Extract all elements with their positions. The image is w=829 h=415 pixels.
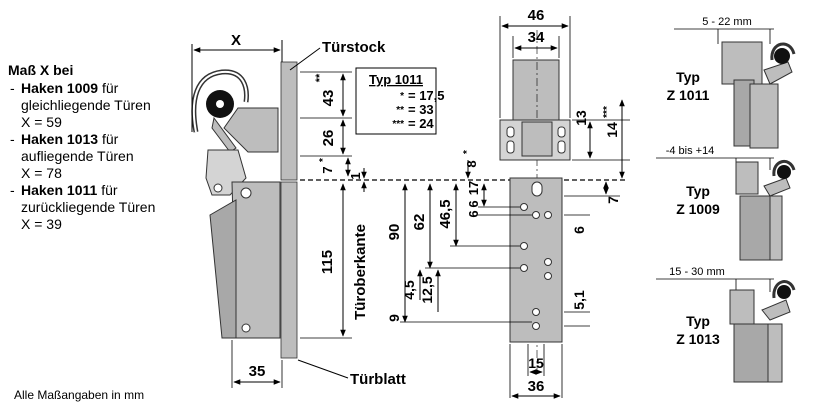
dim-46: 46 (528, 7, 545, 24)
dim-46-5: 46,5 (437, 199, 454, 228)
dim-6-left-2: 6 (466, 210, 481, 217)
dim-7: 7 (320, 166, 335, 173)
variant-range: -4 bis +14 (666, 145, 715, 157)
dim-13: 13 (573, 110, 589, 126)
dim-34: 34 (528, 29, 545, 46)
legend-item-1009: - Haken 1009 für gleichliegende Türen X … (10, 80, 151, 130)
variant-z1013: 15 - 30 mm Typ Z 1013 (656, 266, 796, 383)
variant-range: 5 - 22 mm (702, 16, 752, 28)
variant-code: Z 1009 (676, 201, 720, 217)
variant-typ: Typ (686, 313, 710, 329)
label-tuerstock: Türstock (322, 39, 386, 56)
legend-item-1011: - Haken 1011 für zurückliegende Türen X … (10, 182, 156, 232)
dim-62: 62 (411, 214, 428, 231)
legend-item-line2: zurückliegende Türen (21, 199, 156, 215)
dim-4-5: 4,5 (401, 280, 417, 300)
variant-typ: Typ (676, 69, 700, 85)
legend-item-line2: gleichliegende Türen (21, 97, 151, 113)
dim-43: 43 (320, 90, 337, 107)
legend-item-line1: für (101, 80, 119, 96)
legend-item-name: Haken 1011 (21, 182, 98, 198)
dim-26: 26 (320, 130, 337, 147)
variant-code: Z 1011 (667, 87, 710, 103)
variant-z1009: -4 bis +14 Typ Z 1009 (656, 145, 796, 261)
legend-item-line3: X = 59 (21, 114, 62, 130)
side-view: X Türstock 43 ** 26 7 * 1 11 (191, 32, 628, 388)
variant-range: 15 - 30 mm (669, 266, 725, 278)
hook-block (512, 59, 560, 123)
variant-z1011: 5 - 22 mm Typ Z 1011 (667, 16, 796, 149)
mounting-bar (509, 177, 563, 343)
legend-item-line1: für (101, 131, 119, 147)
legend-item-line1: für (101, 182, 118, 198)
door-frame (280, 61, 298, 181)
dim-9: 9 (386, 314, 402, 322)
hook-arm (223, 107, 279, 153)
door-leaf (280, 181, 298, 359)
svg-text:***: *** (392, 119, 404, 130)
legend-item-1013: - Haken 1013 für aufliegende Türen X = 7… (10, 131, 134, 181)
dim-35: 35 (249, 363, 266, 380)
closer-body (231, 181, 281, 339)
legend-item-name: Haken 1009 (21, 80, 99, 96)
svg-text:**: ** (396, 105, 404, 116)
dim-17: 17 (466, 181, 481, 195)
dim-90: 90 (386, 224, 403, 241)
legend-item-name: Haken 1013 (21, 131, 99, 147)
variant-typ: Typ (686, 183, 710, 199)
dim-8-star: * (462, 150, 473, 154)
typ-1011-box: Typ 1011 * = 17,5 ** = 33 *** = 24 (355, 67, 445, 135)
front-view: 46 34 13 14 *** 90 (386, 7, 630, 399)
typ-box-title: Typ 1011 (369, 72, 423, 87)
legend-item-line3: X = 78 (21, 165, 62, 181)
dim-15: 15 (528, 355, 544, 371)
svg-text:= 24: = 24 (408, 116, 434, 131)
dim-5-1: 5,1 (571, 290, 587, 310)
dim-6-left: 6 (466, 200, 481, 207)
dim-x-label: X (231, 32, 241, 49)
dim-43-star: ** (314, 73, 326, 82)
svg-text:= 17,5: = 17,5 (408, 88, 445, 103)
dim-6-right: 6 (571, 226, 587, 234)
dim-115: 115 (319, 250, 336, 274)
svg-text:= 33: = 33 (408, 102, 434, 117)
dim-14: 14 (604, 122, 620, 138)
legend-title: Maß X bei (8, 62, 74, 78)
legend-item-line2: aufliegende Türen (21, 148, 134, 164)
measure-x-legend: Maß X bei - Haken 1009 für gleichliegend… (8, 62, 155, 233)
svg-text:*: * (400, 91, 404, 102)
dim-8: 8 (464, 160, 479, 167)
units-note: Alle Maßangaben in mm (14, 388, 145, 402)
dim-14-star: *** (602, 106, 613, 118)
dim-12-5: 12,5 (419, 276, 435, 303)
dim-1: 1 (348, 172, 363, 179)
dim-36: 36 (528, 378, 545, 395)
label-tuerblatt: Türblatt (350, 371, 406, 388)
legend-item-line3: X = 39 (21, 216, 62, 232)
label-tueroberkante: Türoberkante (352, 224, 369, 320)
dim-7-right: 7 (605, 196, 621, 204)
variant-code: Z 1013 (676, 331, 720, 347)
dim-7-star: * (318, 158, 329, 162)
